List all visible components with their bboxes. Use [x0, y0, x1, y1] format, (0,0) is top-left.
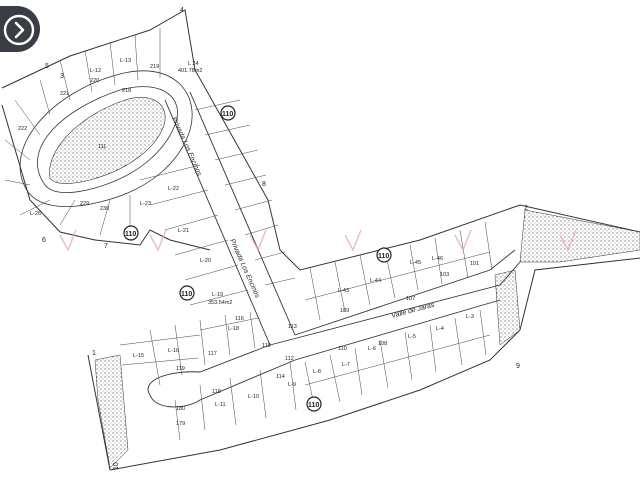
lot-label: L-15: [133, 353, 144, 359]
nav-forward-button[interactable]: [0, 6, 40, 52]
lot-label: 401.78m2: [178, 68, 202, 74]
lot-label: L-21: [178, 228, 189, 234]
lot-labels: L 24 401.78m2 219 L-13 218 L-12 220 221 …: [18, 58, 479, 427]
lot-label: L-19: [212, 292, 223, 298]
corner-marker: 7: [104, 243, 108, 250]
central-park-area: [49, 97, 166, 184]
svg-text:110: 110: [181, 291, 192, 298]
lot-label: 180: [176, 406, 185, 412]
corner-marker: 6: [42, 237, 46, 244]
corner-marker: 5: [45, 63, 49, 70]
lot-label: 115: [262, 343, 271, 349]
watermark: [59, 229, 577, 252]
lot-label: 107: [406, 296, 415, 302]
arrow-right-circle-icon: [3, 14, 35, 46]
route-marker-5: 110: [306, 396, 322, 412]
lot-label: L-23: [140, 201, 151, 207]
lot-label: 117: [208, 351, 217, 357]
svg-text:110: 110: [125, 231, 136, 238]
lot-label: 114: [276, 374, 285, 380]
lot-label: 222: [18, 126, 27, 132]
lot-label: L-11: [215, 402, 226, 408]
lot-label: 220: [90, 78, 99, 84]
hatched-zone-left: [94, 354, 129, 469]
lot-label: 113: [288, 324, 297, 330]
corner-marker: 1: [92, 350, 96, 357]
svg-text:110: 110: [378, 253, 389, 260]
lot-label: 179: [176, 421, 185, 427]
lot-label: 112: [285, 356, 294, 362]
lot-label: 110: [338, 346, 347, 352]
corner-marker: 9: [516, 363, 520, 370]
lot-label: L-4: [436, 326, 444, 332]
route-marker-2: 110: [123, 225, 139, 241]
lot-label: 119: [176, 366, 185, 372]
lot-label: 108: [378, 341, 387, 347]
lot-label: L-22: [168, 186, 179, 192]
lot-label: L-9: [288, 382, 296, 388]
svg-text:110: 110: [308, 402, 319, 409]
lot-label: L-13: [120, 58, 131, 64]
lot-label: 101: [470, 261, 479, 267]
lot-label: L-10: [248, 394, 259, 400]
lot-label: L-12: [90, 68, 101, 74]
lot-label: 219: [150, 64, 159, 70]
lot-label: L 24: [188, 61, 199, 67]
lot-label: L-43: [338, 288, 349, 294]
route-marker-1: 110: [220, 105, 236, 121]
corner-marker: 2: [524, 205, 528, 212]
lot-label: L-26: [30, 211, 41, 217]
hatched-zone-right-top: [519, 209, 640, 263]
lot-label: L-46: [432, 256, 443, 262]
corner-marker: 10: [113, 462, 120, 470]
lot-label: L-18: [228, 326, 239, 332]
route-marker-3: 110: [179, 285, 195, 301]
lot-label: L-16: [168, 348, 179, 354]
lot-label: 116: [235, 316, 244, 322]
lot-label: 118: [212, 389, 221, 395]
svg-text:110: 110: [222, 111, 233, 118]
lot-label: 230: [100, 206, 109, 212]
property-boundary: [1, 9, 640, 471]
lot-label: L-3: [466, 314, 474, 320]
lot-label: 218: [122, 88, 131, 94]
lot-label: L-8: [313, 369, 321, 375]
lot-label: L-45: [410, 260, 421, 266]
corner-marker: 8: [262, 181, 266, 188]
lot-lines: [4, 28, 493, 441]
corner-marker: 3: [60, 73, 64, 80]
street-label-valle: Valle de Jaras: [391, 302, 436, 320]
lot-label: 221: [60, 91, 69, 97]
privada-road: [164, 91, 296, 346]
lot-label: 229: [80, 201, 89, 207]
lot-label: 109: [340, 308, 349, 314]
corner-marker: 4: [180, 7, 184, 14]
hatched-zone-right: [494, 269, 521, 346]
lot-label: L-7: [342, 362, 350, 368]
ring-road: [19, 70, 193, 207]
lot-label: 103: [440, 272, 449, 278]
lot-label: L-44: [370, 278, 381, 284]
lot-label: L-20: [200, 258, 211, 264]
lot-label: 111: [98, 144, 106, 150]
lot-label: 353.54m2: [208, 300, 232, 306]
route-marker-4: 110: [376, 247, 392, 263]
valle-road: [147, 249, 521, 408]
lot-label: L-6: [368, 346, 376, 352]
lot-label: L-5: [408, 334, 416, 340]
